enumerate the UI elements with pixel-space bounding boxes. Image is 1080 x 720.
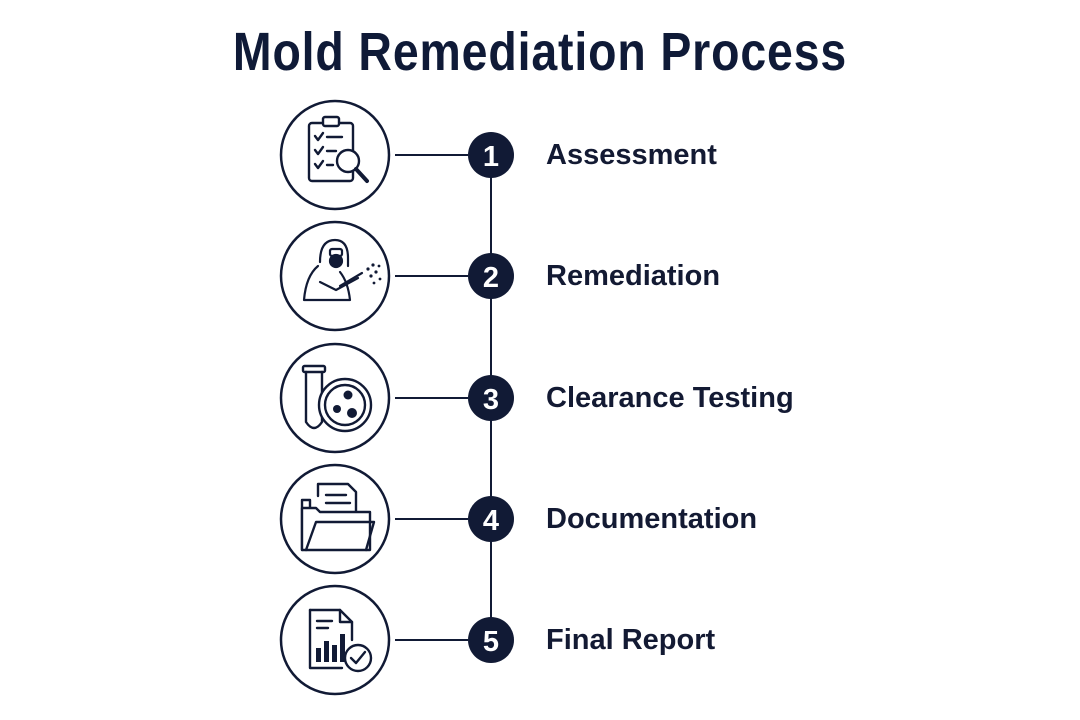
step-number-badge [468,132,514,178]
clipboard-checklist-magnifier-icon [307,115,369,183]
step-number-badge [468,617,514,663]
step-2: 2 [279,220,514,332]
step-number: 2 [483,262,499,294]
step-number-badge [468,253,514,299]
step-number-badge [468,496,514,542]
test-tube-petri-dish-icon [301,364,373,433]
step-label-final-report: Final Report [546,624,716,656]
step-label-assessment: Assessment [546,139,717,171]
step-number: 4 [483,505,499,537]
step-label-documentation: Documentation [546,503,758,535]
step-number: 1 [483,141,499,173]
step-label-clearance-testing: Clearance Testing [546,382,794,414]
report-chart-checkmark-icon [308,608,373,673]
step-1: 1 [279,99,514,211]
step-5: 5 [279,584,514,696]
step-label-remediation: Remediation [546,260,721,292]
icon-circle [279,220,391,332]
step-number-badge [468,375,514,421]
step-number: 5 [483,626,499,658]
folder-documents-icon [300,482,376,552]
hazmat-worker-spraying-icon [302,238,382,302]
page-title: Mold Remediation Process [232,22,848,82]
step-number: 3 [483,384,499,416]
icon-circle [279,584,391,696]
step-4: 4 [279,463,514,575]
step-3: 3 [279,342,514,454]
